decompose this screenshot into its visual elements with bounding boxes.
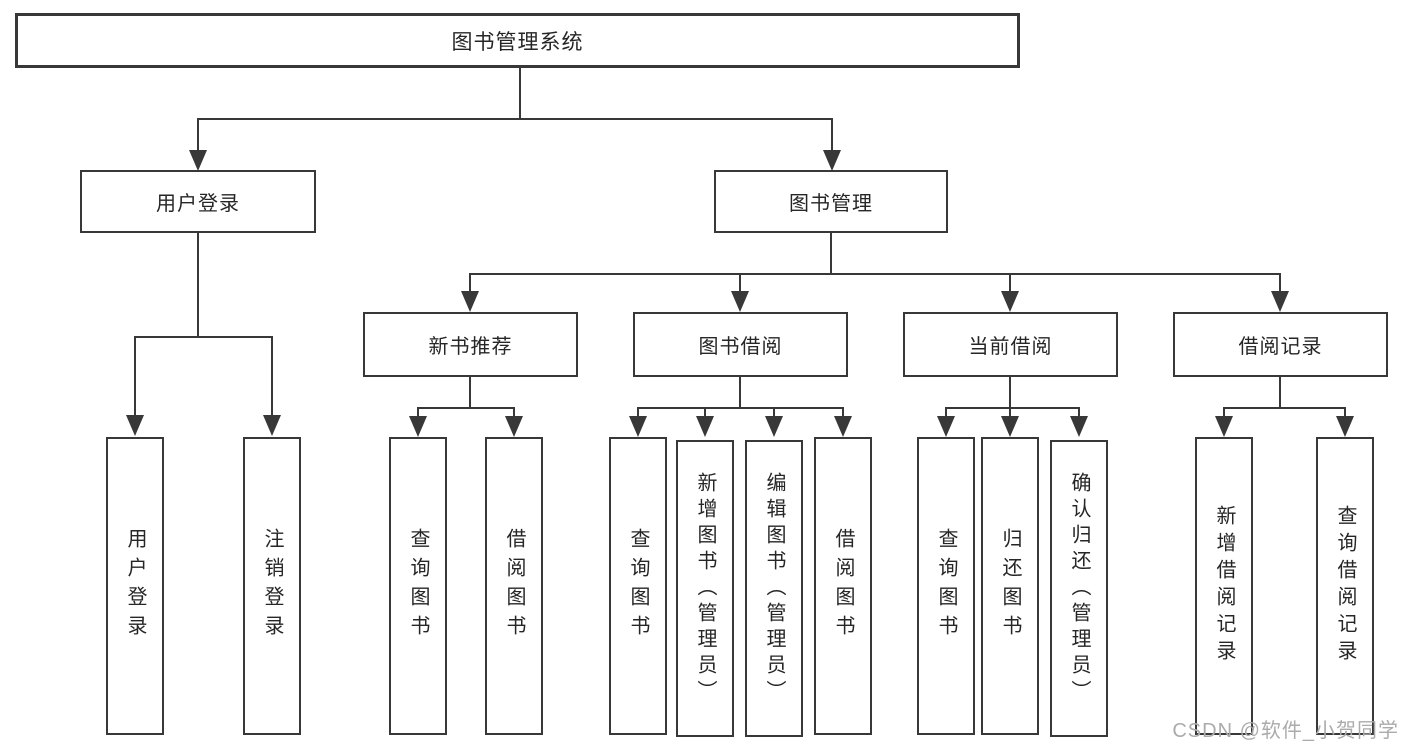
arrowhead-icon — [1070, 416, 1088, 437]
arrowhead-icon — [765, 416, 783, 437]
arrowhead-icon — [1215, 416, 1233, 437]
node-root-library-system: 图书管理系统 — [15, 13, 1020, 68]
leaf-nb-borrow-books-label: 借阅图书 — [503, 528, 525, 644]
leaf-bb-query-books-label: 查询图书 — [627, 528, 649, 644]
connector-new-books-stem — [469, 377, 471, 407]
arrowhead-icon — [834, 416, 852, 437]
leaf-cb-query-books: 查询图书 — [917, 437, 975, 735]
connector-book-borrow-rail — [637, 407, 844, 409]
arrowhead-icon — [1001, 416, 1019, 437]
arrowhead-icon — [189, 150, 207, 171]
connector-root-stem — [519, 68, 521, 118]
node-user-login: 用户登录 — [80, 170, 316, 233]
connector-book-borrow-drop — [739, 273, 741, 295]
leaf-nb-borrow-books: 借阅图书 — [485, 437, 543, 735]
connector-current-borrow-drop — [1009, 273, 1011, 295]
connector-leaf-drop — [773, 407, 775, 419]
arrowhead-icon — [505, 416, 523, 437]
connector-leaf-drop — [704, 407, 706, 419]
connector-leaf-drop — [1344, 407, 1346, 419]
leaf-bb-borrow-books-label: 借阅图书 — [832, 528, 854, 644]
leaf-logout-label: 注销登录 — [261, 528, 283, 644]
node-book-borrow-label: 图书借阅 — [698, 336, 783, 358]
connector-borrow-records-stem — [1279, 377, 1281, 407]
connector-level3-rail — [469, 273, 1281, 275]
leaf-nb-query-books: 查询图书 — [389, 437, 447, 735]
node-current-borrow-label: 当前借阅 — [968, 336, 1053, 358]
connector-current-borrow-stem — [1009, 377, 1011, 407]
leaf-bb-query-books: 查询图书 — [609, 437, 667, 735]
connector-book-mgmt-drop — [831, 118, 833, 154]
node-book-mgmt: 图书管理 — [714, 170, 948, 233]
connector-borrow-records-rail — [1223, 407, 1346, 409]
connector-leaf-drop — [637, 407, 639, 419]
arrowhead-icon — [629, 416, 647, 437]
connector-user-login-drop — [197, 118, 199, 154]
leaf-bb-borrow-books: 借阅图书 — [814, 437, 872, 735]
connector-borrow-records-drop — [1279, 273, 1281, 295]
leaf-br-add-record-label: 新增借阅记录 — [1213, 505, 1235, 667]
node-book-mgmt-label: 图书管理 — [789, 193, 873, 215]
arrowhead-icon — [409, 416, 427, 437]
connector-level2-rail — [197, 118, 833, 120]
leaf-bb-edit-books-admin: 编辑图书（管理员） — [745, 440, 803, 737]
node-borrow-records-label: 借阅记录 — [1238, 336, 1323, 358]
leaf-br-query-record-label: 查询借阅记录 — [1334, 505, 1356, 667]
arrowhead-icon — [1336, 416, 1354, 437]
leaf-cb-return-books: 归还图书 — [981, 437, 1039, 735]
connector-book-mgmt-stem — [830, 233, 832, 273]
leaf-cb-confirm-return-admin-label: 确认归还（管理员） — [1068, 471, 1090, 706]
arrowhead-icon — [461, 291, 479, 312]
leaf-bb-add-books-admin: 新增图书（管理员） — [676, 440, 734, 737]
connector-new-books-drop — [469, 273, 471, 295]
arrowhead-icon — [126, 415, 144, 436]
connector-leaf-drop — [1009, 407, 1011, 419]
arrowhead-icon — [1001, 291, 1019, 312]
leaf-nb-query-books-label: 查询图书 — [407, 528, 429, 644]
connector-new-books-rail — [417, 407, 515, 409]
leaf-user-login: 用户登录 — [106, 437, 164, 735]
node-borrow-records: 借阅记录 — [1173, 312, 1388, 377]
connector-leaf-drop — [513, 407, 515, 419]
leaf-br-add-record: 新增借阅记录 — [1195, 437, 1253, 735]
leaf-bb-edit-books-admin-label: 编辑图书（管理员） — [763, 471, 785, 706]
connector-user-login-rail — [134, 336, 273, 338]
connector-user-login-stem — [197, 233, 199, 336]
node-user-login-label: 用户登录 — [156, 193, 240, 215]
leaf-logout: 注销登录 — [243, 437, 301, 735]
connector-login-leaf-drop — [134, 336, 136, 415]
arrowhead-icon — [937, 416, 955, 437]
leaf-cb-return-books-label: 归还图书 — [999, 528, 1021, 644]
connector-leaf-drop — [842, 407, 844, 419]
leaf-cb-confirm-return-admin: 确认归还（管理员） — [1050, 440, 1108, 737]
node-new-books: 新书推荐 — [363, 312, 578, 377]
node-book-borrow: 图书借阅 — [633, 312, 848, 377]
node-new-books-label: 新书推荐 — [428, 336, 513, 358]
arrowhead-icon — [1271, 291, 1289, 312]
arrowhead-icon — [696, 416, 714, 437]
leaf-user-login-label: 用户登录 — [124, 528, 146, 644]
connector-leaf-drop — [1078, 407, 1080, 419]
arrowhead-icon — [823, 150, 841, 171]
leaf-bb-add-books-admin-label: 新增图书（管理员） — [694, 471, 716, 706]
csdn-watermark: CSDN @软件_小贺同学 — [1172, 720, 1399, 742]
connector-leaf-drop — [1223, 407, 1225, 419]
arrowhead-icon — [731, 291, 749, 312]
leaf-cb-query-books-label: 查询图书 — [935, 528, 957, 644]
connector-book-borrow-stem — [739, 377, 741, 407]
connector-current-borrow-rail — [945, 407, 1080, 409]
connector-logout-leaf-drop — [271, 336, 273, 415]
connector-leaf-drop — [945, 407, 947, 419]
arrowhead-icon — [263, 415, 281, 436]
connector-leaf-drop — [417, 407, 419, 419]
node-root-label: 图书管理系统 — [451, 30, 584, 54]
leaf-br-query-record: 查询借阅记录 — [1316, 437, 1374, 735]
node-current-borrow: 当前借阅 — [903, 312, 1118, 377]
